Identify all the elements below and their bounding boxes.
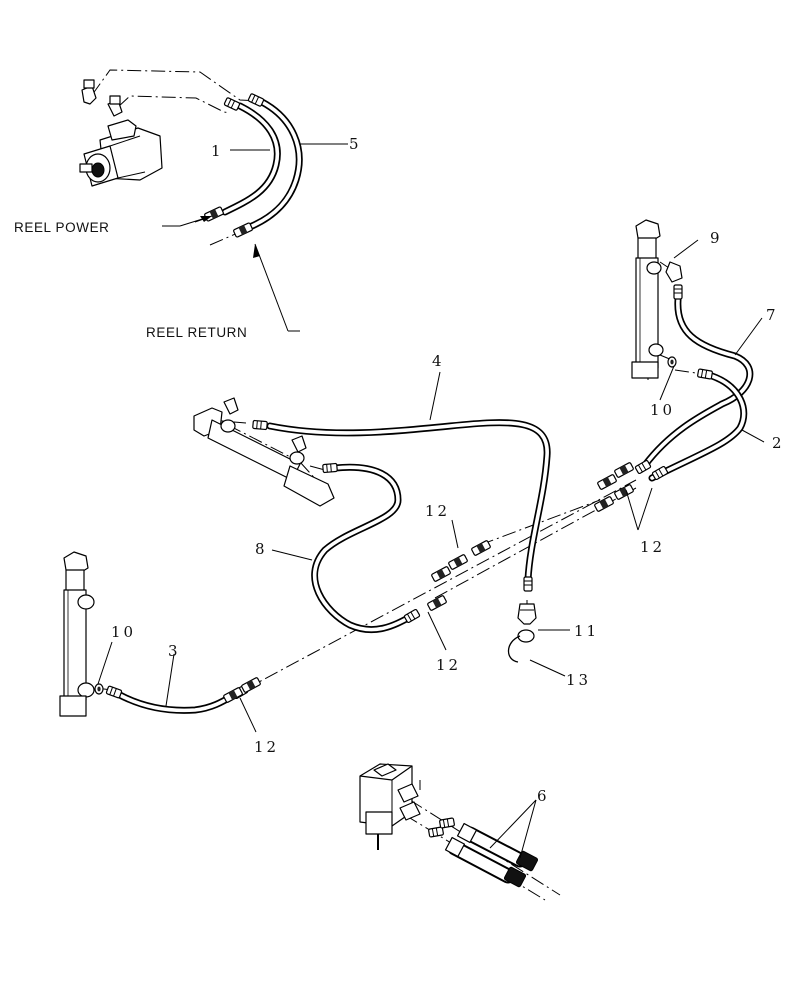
callout-1: 1 [211,142,224,160]
callout-8: 8 [255,540,268,558]
o-rings [94,356,677,695]
label-reel-power: REEL POWER [14,220,110,235]
hose-1 [221,102,281,216]
callout-12-lower: 12 [436,656,461,674]
hose-2 [648,372,748,482]
leader-lines [97,143,765,859]
callout-12-left: 12 [254,738,279,756]
right-cylinder [631,219,683,379]
hose-5 [248,98,303,230]
callout-6: 6 [537,787,550,805]
callout-2: 2 [772,434,785,452]
callout-13: 13 [566,671,591,689]
callout-5: 5 [349,135,362,153]
callout-3: 3 [168,642,181,660]
hose-6 [444,822,539,888]
hose-4 [266,419,551,584]
dust-cap-assembly [507,603,537,663]
middle-cylinder [193,397,335,507]
control-valve [359,763,456,850]
callout-10-right: 10 [650,401,675,419]
quick-couplers [222,461,635,704]
hose-7 [641,296,754,469]
callout-7: 7 [766,306,779,324]
hose-3 [114,690,238,714]
callout-10-left: 10 [111,623,136,641]
left-cylinder [59,551,95,717]
callout-11: 11 [574,622,599,640]
callout-9: 9 [710,229,723,247]
callout-12-right: 12 [640,538,665,556]
callout-12-center: 12 [425,502,450,520]
callout-4: 4 [432,352,445,370]
reel-motor [79,79,163,187]
hose-end-fittings [105,92,714,700]
label-reel-return: REEL RETURN [146,325,247,340]
hose-8 [311,463,414,634]
